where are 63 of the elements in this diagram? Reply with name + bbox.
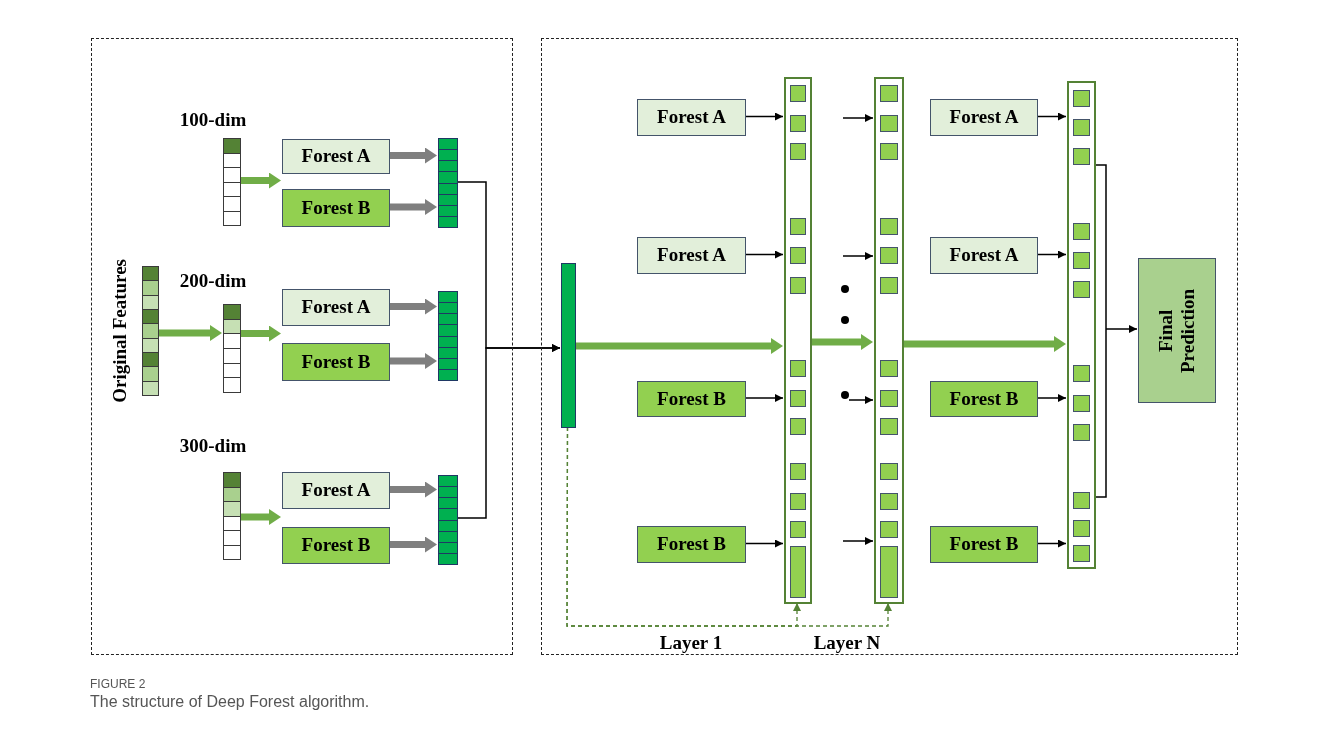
concatenated-vector bbox=[561, 263, 576, 428]
prediction-box: Final Prediction bbox=[1138, 258, 1216, 403]
forest-box: Forest B bbox=[282, 527, 390, 564]
arrow bbox=[842, 114, 874, 122]
figure-number: FIGURE 2 bbox=[90, 676, 146, 693]
arrow bbox=[744, 112, 784, 121]
forest-box: Forest B bbox=[930, 526, 1038, 563]
arrow bbox=[158, 325, 222, 341]
arrow bbox=[744, 394, 784, 402]
arrow bbox=[389, 147, 437, 164]
output-vector bbox=[438, 291, 458, 381]
feature-vector bbox=[223, 304, 241, 393]
arrow bbox=[903, 336, 1066, 352]
forest-box: Forest A bbox=[930, 237, 1038, 274]
feature-vector bbox=[142, 266, 159, 396]
vector-label: 300-dim bbox=[179, 435, 247, 455]
layer-output-column bbox=[1067, 81, 1096, 569]
arrow bbox=[744, 250, 784, 259]
layer-output-column bbox=[784, 77, 812, 604]
arrow bbox=[1036, 539, 1067, 548]
output-vector bbox=[438, 138, 458, 228]
arrow bbox=[389, 199, 437, 215]
vector-label: Layer N bbox=[813, 632, 881, 652]
vector-label: Layer 1 bbox=[659, 632, 723, 652]
feature-vector bbox=[223, 138, 241, 226]
forest-box: Forest A bbox=[282, 472, 390, 509]
arrow bbox=[744, 539, 784, 548]
arrow bbox=[842, 252, 874, 260]
caption: The structure of Deep Forest algorithm. bbox=[90, 692, 370, 712]
forest-box: Forest A bbox=[930, 99, 1038, 136]
arrow bbox=[240, 509, 281, 525]
forest-box: Forest A bbox=[282, 289, 390, 326]
forest-box: Forest A bbox=[637, 99, 746, 136]
forest-box: Forest A bbox=[282, 139, 390, 174]
forest-box: Forest B bbox=[282, 189, 390, 227]
arrow bbox=[575, 338, 783, 354]
arrow bbox=[848, 396, 874, 404]
arrow bbox=[811, 334, 873, 350]
vector-label: 200-dim bbox=[179, 270, 247, 290]
forest-box: Forest B bbox=[637, 381, 746, 417]
dashed-panel bbox=[541, 38, 1238, 655]
arrow bbox=[240, 172, 281, 189]
arrow bbox=[389, 536, 437, 553]
feature-vector bbox=[223, 472, 241, 560]
arrow bbox=[389, 353, 437, 369]
forest-box: Forest A bbox=[637, 237, 746, 274]
arrow bbox=[389, 481, 437, 498]
arrow bbox=[842, 537, 874, 545]
vector-label: Original Features bbox=[109, 259, 129, 403]
forest-box: Forest B bbox=[930, 381, 1038, 417]
bracket-arrow bbox=[456, 344, 561, 519]
output-vector bbox=[438, 475, 458, 565]
forest-box: Forest B bbox=[282, 343, 390, 381]
arrow bbox=[1036, 250, 1067, 259]
dashed-panel bbox=[91, 38, 513, 655]
arrow bbox=[389, 298, 437, 315]
vector-label: 100-dim bbox=[179, 109, 247, 129]
arrow bbox=[240, 325, 281, 342]
feedback-arrow bbox=[566, 426, 892, 627]
arrow bbox=[1036, 394, 1067, 402]
forest-box: Forest B bbox=[637, 526, 746, 563]
layer-output-column bbox=[874, 77, 904, 604]
arrow bbox=[1036, 112, 1067, 121]
